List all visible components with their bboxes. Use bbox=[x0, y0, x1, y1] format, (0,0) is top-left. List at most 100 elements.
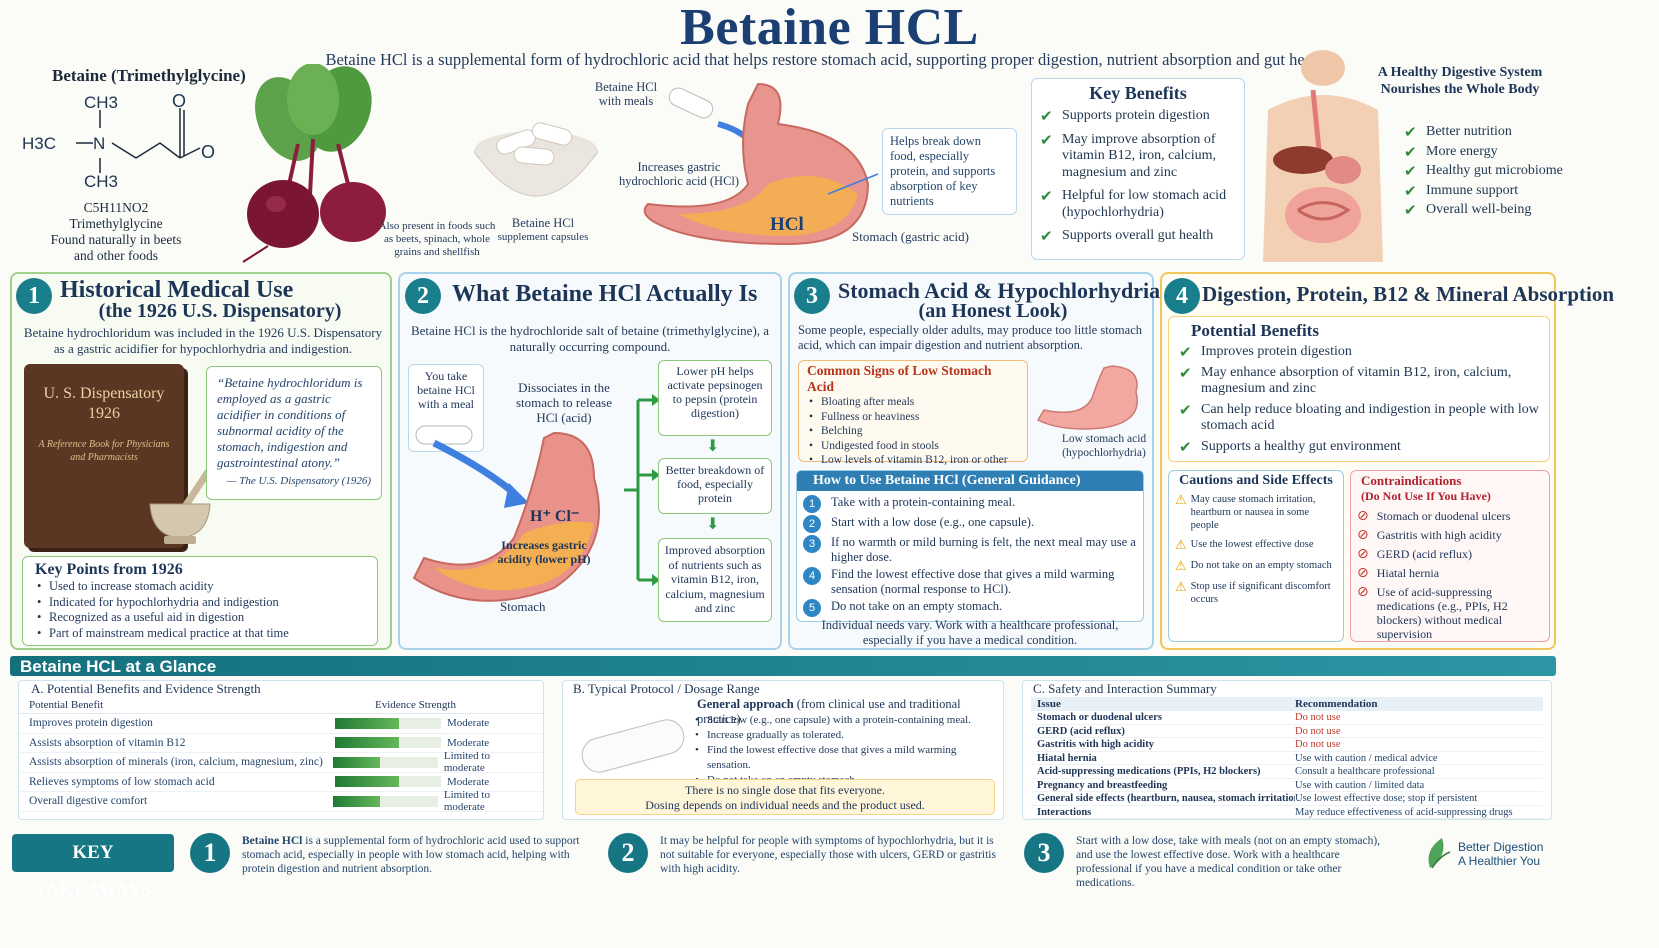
glance-c-col1: Issue bbox=[1037, 698, 1061, 710]
safety-recommendation: Do not use bbox=[1295, 739, 1341, 750]
potential-benefits-box: Potential Benefits Improves protein dige… bbox=[1168, 316, 1550, 462]
glance-a-col1: Potential Benefit bbox=[29, 699, 104, 711]
step-number: 3 bbox=[803, 535, 821, 553]
stomach-meals-label: Betaine HCl with meals bbox=[594, 80, 658, 108]
glance-section-a: A. Potential Benefits and Evidence Stren… bbox=[18, 680, 544, 820]
evidence-strength: Moderate bbox=[447, 717, 490, 730]
capsules-caption: Betaine HCl supplement capsules bbox=[482, 216, 604, 244]
key-benefit-item: May improve absorption of vitamin B12, i… bbox=[1040, 132, 1236, 182]
howto-step: 2 Start with a low dose (e.g., one capsul… bbox=[803, 515, 1137, 533]
glance-title: Betaine HCL at a Glance bbox=[20, 657, 217, 676]
protocol-item: Start low (e.g., one capsule) with a pro… bbox=[693, 713, 999, 728]
glance-a-title: A. Potential Benefits and Evidence Stren… bbox=[31, 681, 261, 696]
takeaway-text: Start with a low dose, take with meals (… bbox=[1076, 834, 1394, 890]
capsule-icon bbox=[415, 425, 473, 445]
step-text: If no warmth or mild burning is felt, th… bbox=[831, 535, 1136, 564]
panel2-intro: Betaine HCl is the hydrochloride salt of… bbox=[410, 323, 770, 354]
dispensatory-quote-box: “Betaine hydrochloridum is employed as a… bbox=[206, 366, 382, 500]
capsules-caption-sub: supplement capsules bbox=[497, 231, 589, 243]
molecule-formula: C5H11NO2 bbox=[83, 200, 149, 215]
safety-issue: Gastritis with high acidity bbox=[1037, 739, 1154, 750]
key-point-item: Used to increase stomach acidity bbox=[35, 579, 365, 595]
safety-issue: Pregnancy and breastfeeding bbox=[1037, 779, 1168, 791]
approach-bold: General approach bbox=[697, 697, 794, 711]
caution-text: Do not take on an empty stomach bbox=[1190, 560, 1332, 571]
stomach-gastric-label: Stomach (gastric acid) bbox=[852, 229, 969, 244]
step-text: Start with a low dose (e.g., one capsule… bbox=[831, 515, 1035, 529]
panel1-intro: Betaine hydrochloridum was included in t… bbox=[23, 325, 383, 356]
evidence-bar-fill bbox=[332, 795, 380, 807]
takeaway-number: 3 bbox=[1024, 833, 1064, 873]
evidence-strength: Limited to moderate bbox=[443, 750, 490, 775]
potential-benefit-item: Improves protein digestion bbox=[1179, 344, 1539, 361]
warning-icon: ⚠ bbox=[1175, 580, 1187, 595]
prohibited-icon: ⊘ bbox=[1357, 508, 1369, 524]
molecule-name: Betaine (Trimethylglycine) bbox=[52, 66, 246, 85]
evidence-bar bbox=[335, 737, 441, 749]
flow-arrow-1: ⬇ bbox=[706, 436, 720, 455]
evidence-strength: Moderate bbox=[447, 775, 490, 788]
signs-title: Common Signs of Low Stomach Acid bbox=[807, 363, 992, 394]
key-benefit-item: Helpful for low stomach acid (hypochlorh… bbox=[1040, 188, 1236, 221]
safety-recommendation: Use with caution / medical advice bbox=[1295, 752, 1438, 764]
stomach-label: Stomach bbox=[500, 599, 546, 614]
stomach-callout: Helps break down food, especially protei… bbox=[882, 128, 1017, 215]
quote-source: — The U.S. Dispensatory (1926) bbox=[226, 475, 371, 487]
betaine-structure-diagram bbox=[76, 108, 201, 173]
takeaway-text: It may be helpful for people with sympto… bbox=[660, 834, 1000, 876]
glance-section-c: C. Safety and Interaction Summary Issue … bbox=[1022, 680, 1552, 820]
potential-benefit-item: Supports a healthy gut environment bbox=[1179, 439, 1539, 456]
key-benefits-title: Key Benefits bbox=[1089, 83, 1187, 103]
healthy-item: Healthy gut microbiome bbox=[1404, 163, 1563, 180]
takeaway-number: 2 bbox=[608, 833, 648, 873]
protocol-item: Find the lowest effective dose that give… bbox=[693, 743, 999, 773]
signs-box: Common Signs of Low Stomach Acid Bloatin… bbox=[798, 360, 1028, 481]
cautions-title: Cautions and Side Effects bbox=[1179, 473, 1333, 488]
capsules-caption-title: Betaine HCl bbox=[511, 216, 575, 230]
step-number: 5 bbox=[803, 599, 821, 617]
safety-issue: GERD (acid reflux) bbox=[1037, 725, 1125, 737]
caution-item: ⚠Do not take on an empty stomach bbox=[1175, 559, 1337, 574]
panel1-subtitle: (the 1926 U.S. Dispensatory) bbox=[98, 300, 342, 322]
dosage-note: There is no single dose that fits everyo… bbox=[575, 779, 995, 815]
glance-c-col2: Recommendation bbox=[1295, 698, 1378, 710]
warning-icon: ⚠ bbox=[1175, 538, 1187, 553]
key-point-item: Indicated for hypochlorhydria and indige… bbox=[35, 595, 365, 611]
molecule-o-top: O bbox=[172, 91, 187, 111]
cautions-box: Cautions and Side Effects ⚠May cause sto… bbox=[1168, 470, 1344, 642]
panel2-number: 2 bbox=[405, 278, 441, 314]
caution-item: ⚠Stop use if significant discomfort occu… bbox=[1175, 580, 1337, 606]
low-acid-label: Low stomach acid (hypochlorhydria) bbox=[1061, 433, 1147, 459]
molecule-caption-line4: and other foods bbox=[74, 248, 158, 263]
contra-item: ⊘Stomach or duodenal ulcers bbox=[1357, 509, 1543, 524]
takeaway-body: Start with a low dose, take with meals (… bbox=[1076, 835, 1381, 889]
flow-step-3: Improved absorption of nutrients such as… bbox=[658, 538, 772, 622]
beets-illustration bbox=[242, 64, 386, 263]
panel3-intro: Some people, especially older adults, ma… bbox=[798, 323, 1143, 352]
safety-row: GERD (acid reflux)Do not use bbox=[1031, 725, 1543, 738]
evidence-benefit: Assists absorption of minerals (iron, ca… bbox=[29, 756, 323, 769]
sign-item: Bloating after meals bbox=[807, 395, 1019, 410]
evidence-benefit: Improves protein digestion bbox=[29, 717, 153, 730]
step-number: 2 bbox=[803, 515, 821, 533]
safety-row: Gastritis with high acidity Do not use bbox=[1031, 738, 1543, 752]
molecule-caption: C5H11NO2 Trimethylglycine Found naturall… bbox=[20, 200, 212, 264]
molecule-caption-line2: Trimethylglycine bbox=[69, 216, 163, 231]
dosage-note-2: Dosing depends on individual needs and t… bbox=[645, 798, 925, 812]
key-benefit-item: Supports protein digestion bbox=[1040, 108, 1236, 125]
caution-text: Stop use if significant discomfort occur… bbox=[1190, 581, 1331, 605]
molecule-caption-line3: Found naturally in beets bbox=[50, 232, 182, 247]
protocol-list: Start low (e.g., one capsule) with a pro… bbox=[693, 713, 999, 788]
brand-line-1: Better Digestion bbox=[1458, 840, 1544, 854]
prohibited-icon: ⊘ bbox=[1357, 546, 1369, 562]
safety-recommendation: May reduce effectiveness of acid-suppres… bbox=[1295, 806, 1513, 818]
